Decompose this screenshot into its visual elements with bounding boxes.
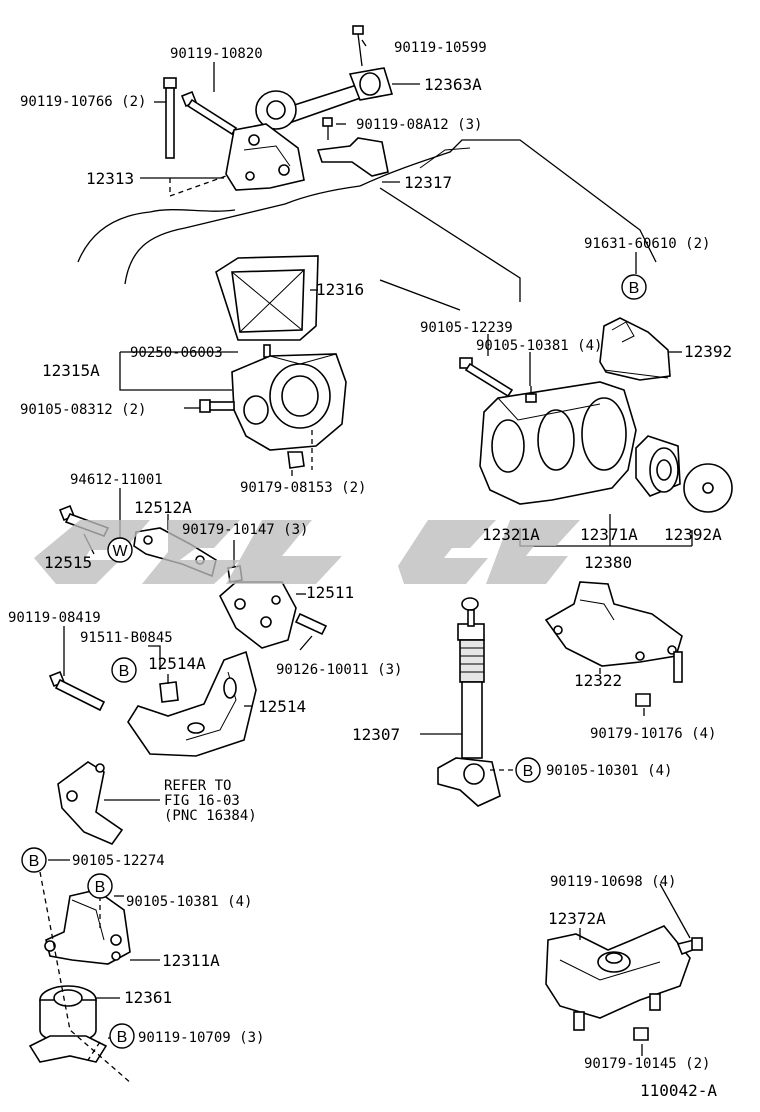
bushing-12371A	[635, 435, 681, 497]
part-label: 90119-10820	[170, 46, 263, 62]
part-label: 12316	[316, 280, 364, 299]
spacer-12514A	[159, 681, 179, 703]
part-label: 90119-10698 (4)	[550, 874, 676, 890]
part-label: 90119-08A12 (3)	[356, 117, 482, 133]
badge-text: W	[112, 543, 128, 560]
part-label: 90250-06003	[130, 345, 223, 361]
part-label: 90105-10301 (4)	[546, 763, 672, 779]
badge-text: B	[629, 280, 640, 297]
part-label: 90179-10176 (4)	[590, 726, 716, 742]
part-label: 12321A	[482, 525, 540, 544]
badge-text: B	[29, 853, 40, 870]
pin-90250-06003	[263, 344, 271, 358]
bracket-12311A	[44, 889, 131, 965]
part-label: 12372A	[548, 909, 606, 928]
part-label: 90119-08419	[8, 610, 101, 626]
bracket-12313	[225, 123, 305, 191]
badge-text: B	[117, 1029, 128, 1046]
plate-12316	[215, 255, 319, 341]
part-label: 90119-10709 (3)	[138, 1030, 264, 1046]
bolt-90105-08312	[199, 399, 235, 413]
part-label: 12317	[404, 173, 452, 192]
bolt-90105-12239	[459, 357, 514, 398]
badge-text: B	[95, 879, 106, 896]
bracket-ref-16384	[57, 761, 124, 845]
part-label: 90179-08153 (2)	[240, 480, 366, 496]
part-label: 90105-10381 (4)	[476, 338, 602, 354]
housing-12315A	[231, 353, 347, 451]
part-label: REFER TO	[164, 778, 231, 794]
bracket-12322	[544, 581, 683, 683]
badge-b-90105-10301: B	[515, 757, 541, 783]
badges: B W B B B B B	[21, 274, 647, 1049]
bolt-90105-10381-top	[525, 386, 537, 403]
part-label: 12514A	[148, 654, 206, 673]
part-label: 90105-12274	[72, 853, 165, 869]
part-labels: 90119-10820 90119-10599 12363A 90119-107…	[8, 40, 732, 1100]
part-label: 12363A	[424, 75, 482, 94]
badge-text: B	[523, 763, 534, 780]
cover-12392	[599, 317, 671, 381]
leader-lines	[48, 39, 693, 1061]
part-label: 94612-11001	[70, 472, 163, 488]
bracket-12511	[219, 581, 297, 649]
part-label: 91511-B0845	[80, 630, 173, 646]
bolt-90119-10820	[180, 90, 238, 136]
part-label: 90119-10766 (2)	[20, 94, 146, 110]
part-label: 12515	[44, 553, 92, 572]
badge-text: B	[119, 663, 130, 680]
badge-b-91631: B	[621, 274, 647, 300]
part-label: 12371A	[580, 525, 638, 544]
badge-w-94612: W	[107, 537, 133, 563]
badge-b-91511: B	[111, 657, 137, 683]
bolt-90119-10698	[676, 937, 703, 956]
bracket-12514	[127, 650, 257, 757]
part-label: 90105-10381 (4)	[126, 894, 252, 910]
part-label: 12511	[306, 583, 354, 602]
part-label: FIG 16-03	[164, 793, 240, 809]
badge-b-90105-12274: B	[21, 847, 47, 873]
watermark-logo	[34, 520, 580, 584]
mount-12361	[28, 985, 108, 1063]
part-label: 90105-12239	[420, 320, 513, 336]
part-label: 90179-10145 (2)	[584, 1056, 710, 1072]
nut-90179-10145	[633, 1027, 649, 1041]
nut-90179-08153	[287, 430, 313, 470]
part-label: (PNC 16384)	[164, 808, 257, 824]
part-label: 12514	[258, 697, 306, 716]
part-label: 12315A	[42, 361, 100, 380]
part-label: 12392A	[664, 525, 722, 544]
bolt-90119-08A12	[322, 117, 333, 140]
part-label: 12512A	[134, 498, 192, 517]
engine-outline	[77, 139, 657, 311]
badge-b-90119-10709: B	[109, 1023, 135, 1049]
part-label: 12311A	[162, 951, 220, 970]
part-label: 12307	[352, 725, 400, 744]
torque-rod-12363A	[255, 67, 394, 130]
part-label: 12380	[584, 553, 632, 572]
part-label: 90105-08312 (2)	[20, 402, 146, 418]
part-label: 91631-60610 (2)	[584, 236, 710, 252]
part-label: 12313	[86, 169, 134, 188]
bolt-90119-10766	[163, 77, 177, 159]
part-label: 12361	[124, 988, 172, 1007]
bolt-90126-10011	[294, 612, 328, 636]
mount-12372A	[545, 925, 691, 1031]
part-label: 12322	[574, 671, 622, 690]
mount-bracket-12321A	[479, 381, 637, 505]
badge-b-90105-10381: B	[87, 873, 113, 899]
part-label: 12392	[684, 342, 732, 361]
part-label: 90126-10011 (3)	[276, 662, 402, 678]
bolt-90119-10599	[352, 25, 364, 67]
bracket-12317	[316, 137, 389, 177]
part-label: 90179-10147 (3)	[182, 522, 308, 538]
part-label: 90119-10599	[394, 40, 487, 56]
diagram-ref-number: 110042-A	[640, 1081, 717, 1100]
nut-90179-10176	[635, 693, 651, 707]
cap-12392A	[683, 463, 733, 513]
bolt-90119-08419	[48, 670, 106, 712]
rod-12307	[437, 597, 501, 807]
